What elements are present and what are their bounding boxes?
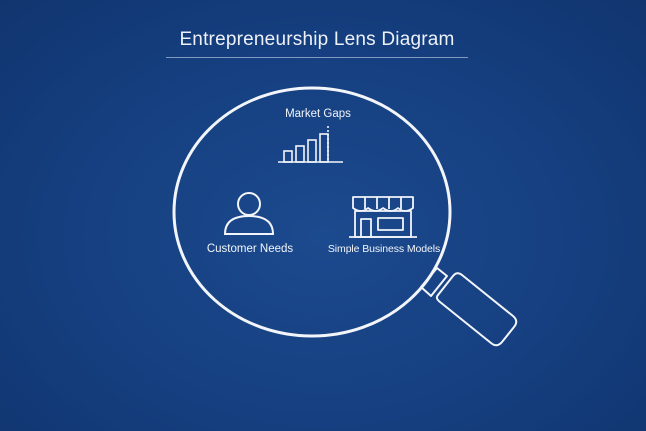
diagram-title: Entrepreneurship Lens Diagram bbox=[179, 29, 455, 50]
lens-ring bbox=[172, 86, 452, 338]
store-awning bbox=[352, 196, 414, 212]
lens-item-label-customer-needs: Customer Needs bbox=[206, 243, 294, 255]
storefront-icon bbox=[349, 196, 417, 238]
lens-item-label-market-gaps: Market Gaps bbox=[285, 108, 351, 120]
bar-chart-icon bbox=[278, 126, 343, 163]
title-underline bbox=[166, 57, 468, 58]
store-door bbox=[360, 218, 372, 238]
chart-bar-1 bbox=[283, 150, 293, 163]
chart-bar-2 bbox=[295, 145, 305, 163]
chart-bar-3 bbox=[307, 139, 317, 163]
lens-handle bbox=[435, 272, 518, 347]
store-window bbox=[377, 217, 404, 231]
lens-neck bbox=[420, 267, 448, 297]
person-shoulders bbox=[223, 214, 275, 235]
person-icon bbox=[223, 192, 275, 235]
chart-bar-4 bbox=[319, 133, 329, 163]
magnifying-glass-icon bbox=[172, 86, 518, 347]
person-head bbox=[237, 192, 261, 216]
lens-item-label-simple-business-models: Simple Business Models bbox=[327, 243, 441, 255]
